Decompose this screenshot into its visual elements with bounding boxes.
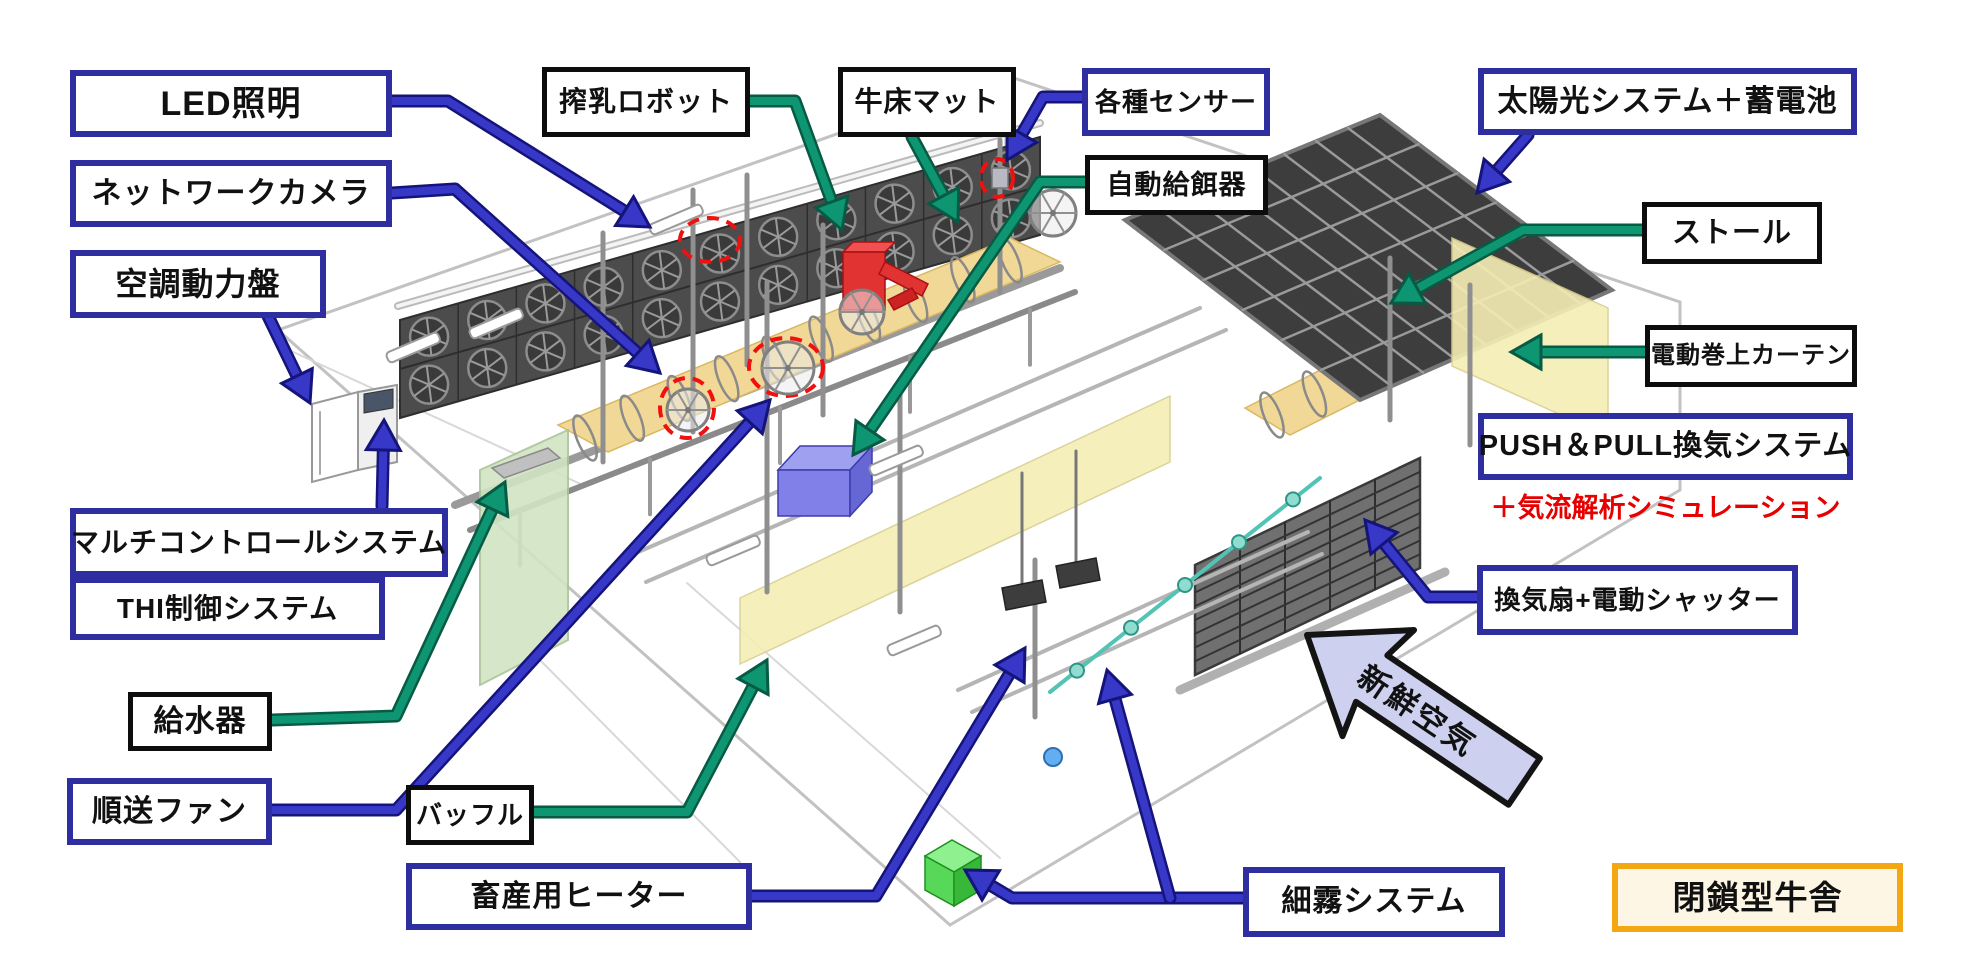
water-ball: [1043, 747, 1063, 767]
arrow-ac-power-panel: [261, 309, 314, 406]
posts: [600, 137, 1473, 720]
arrow-solar-battery: [1474, 128, 1535, 196]
arrow-multi-control: [363, 416, 403, 513]
arrow-mist-system-cube: [962, 868, 1250, 905]
heater-units: [1001, 449, 1101, 611]
arrow-sensors: [1005, 90, 1089, 163]
arrow-livestock-heater: [745, 645, 1027, 903]
arrow-milking-robot: [743, 94, 850, 233]
auto-feeder-box: [776, 444, 874, 518]
arrow-water-feeder: [265, 479, 510, 727]
highlight-circles: [658, 157, 1015, 440]
arrow-baffle: [527, 657, 770, 819]
arrow-relay-fan: [265, 397, 773, 817]
arrow-network-camera: [385, 182, 663, 376]
arrow-stall: [1388, 223, 1649, 305]
arrow-mist-system-pipe: [1096, 667, 1177, 905]
circulation-fans: [665, 188, 1078, 433]
arrow-auto-feeder: [851, 175, 1092, 458]
mist-pipe: [1048, 476, 1322, 694]
sensor-unit: [991, 167, 1009, 189]
arrow-led: [385, 94, 653, 229]
arrow-cow-bed-mat: [905, 130, 961, 225]
green-cube: [923, 839, 983, 908]
arrow-electric-curtain: [1507, 332, 1652, 372]
fan-wall: [394, 119, 1044, 420]
led-light-tubes: [385, 203, 942, 657]
water-trough: [490, 447, 562, 479]
arrow-vent-fan-shutter: [1363, 517, 1484, 604]
